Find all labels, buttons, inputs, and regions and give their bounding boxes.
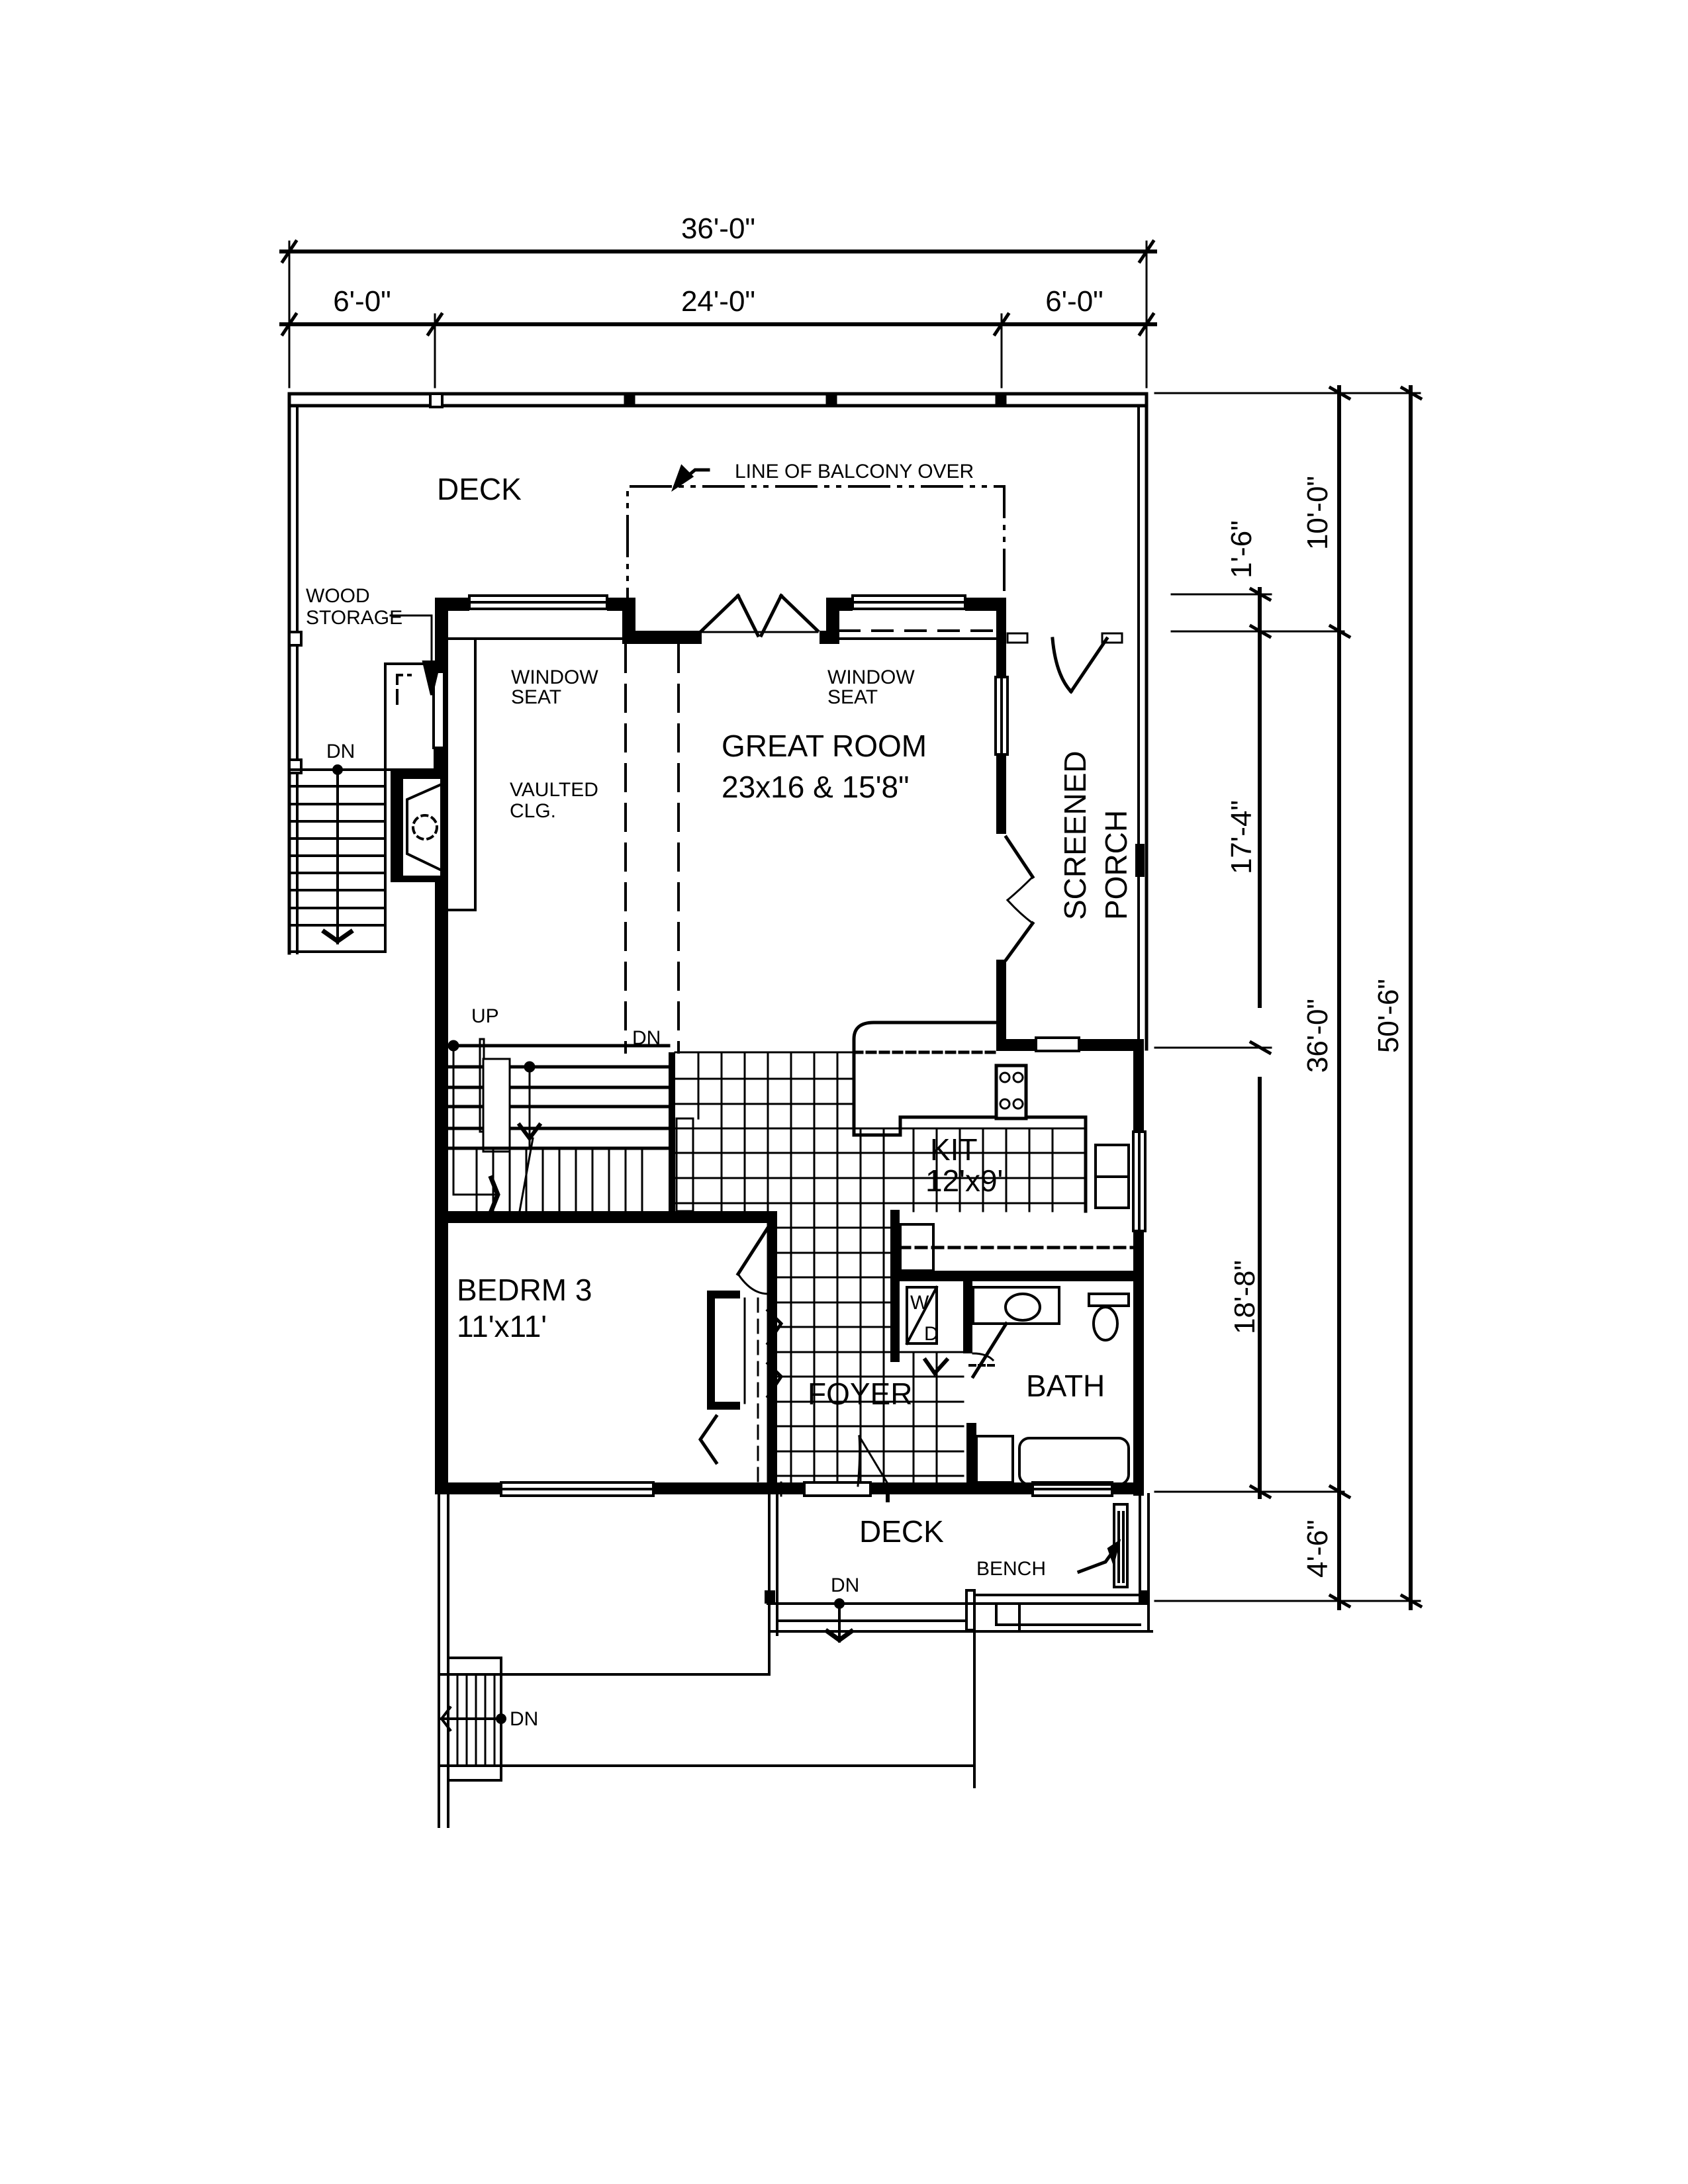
- dim-36-0: 36'-0": [1301, 999, 1334, 1073]
- dim-1-6: 1'-6": [1225, 520, 1258, 578]
- room-kitchen-size: 12'x9': [925, 1163, 1003, 1198]
- label-bench: BENCH: [976, 1558, 1046, 1580]
- dim-right-segment: 6'-0": [1045, 285, 1103, 318]
- room-bedroom3: BEDRM 3: [457, 1273, 592, 1307]
- fireplace: [400, 776, 444, 878]
- interior-lines: [447, 629, 998, 1054]
- label-dryer: D: [924, 1323, 939, 1345]
- label-window-seat-left-1: WINDOW: [511, 666, 598, 688]
- right-dimensions: [1154, 385, 1423, 1610]
- dimension-labels: 36'-0" 6'-0" 24'-0" 6'-0" 1'-6" 17'-4" 1…: [333, 212, 1405, 1578]
- top-dimensions: [279, 239, 1157, 388]
- label-up: UP: [471, 1005, 499, 1027]
- windows: [468, 594, 1147, 1497]
- label-dn-front-deck: DN: [831, 1574, 859, 1596]
- porch-doors: [1004, 632, 1145, 962]
- label-vaulted: VAULTED: [510, 779, 598, 801]
- room-great-room-size: 23x16 & 15'8": [722, 770, 909, 804]
- room-labels: DECK GREAT ROOM 23x16 & 15'8" SCREENED P…: [437, 472, 1133, 1549]
- room-great-room: GREAT ROOM: [722, 729, 927, 763]
- dim-4-6: 4'-6": [1301, 1520, 1334, 1578]
- tile-grid: [674, 1051, 1087, 1484]
- washer-dryer: [905, 1285, 950, 1377]
- room-foyer: FOYER: [808, 1377, 912, 1411]
- bottom-deck: [438, 1493, 1153, 1828]
- room-bedroom3-size: 11'x11': [457, 1309, 547, 1343]
- label-dn-center: DN: [632, 1027, 661, 1049]
- label-dn-left-stair: DN: [326, 741, 355, 762]
- french-doors: [699, 593, 820, 638]
- room-porch-label: PORCH: [1099, 810, 1133, 920]
- dim-left-segment: 6'-0": [333, 285, 391, 318]
- wood-storage: [384, 614, 445, 771]
- label-window-seat-right-1: WINDOW: [827, 666, 915, 688]
- room-screened-label: SCREENED: [1058, 751, 1092, 920]
- room-deck-top: DECK: [437, 472, 522, 506]
- room-deck-bottom: DECK: [859, 1514, 944, 1549]
- balcony-line: [626, 464, 1006, 630]
- dim-17-4: 17'-4": [1225, 800, 1258, 874]
- label-window-seat-right-2: SEAT: [827, 686, 878, 708]
- dim-overall-width: 36'-0": [681, 212, 755, 245]
- dim-18-8: 18'-8": [1229, 1260, 1261, 1334]
- label-storage: STORAGE: [306, 607, 402, 629]
- dim-50-6: 50'-6": [1372, 979, 1405, 1053]
- label-window-seat-left-2: SEAT: [511, 686, 561, 708]
- room-bath: BATH: [1026, 1369, 1105, 1403]
- dim-10-0: 10'-0": [1301, 476, 1334, 550]
- top-deck: [287, 392, 1149, 1051]
- label-clg: CLG.: [510, 800, 556, 822]
- kitchen-counters: [852, 1021, 1135, 1272]
- interior-stair: [446, 1038, 694, 1214]
- bedroom-doors: [698, 1211, 890, 1502]
- annotation-labels: LINE OF BALCONY OVER WOOD STORAGE WINDOW…: [306, 461, 1046, 1730]
- label-washer: W: [910, 1292, 929, 1314]
- bath-fixtures: [966, 1286, 1130, 1486]
- left-stair: [288, 764, 387, 953]
- label-dn-lower-stair: DN: [510, 1708, 538, 1730]
- label-balcony: LINE OF BALCONY OVER: [735, 461, 974, 482]
- dim-center-segment: 24'-0": [681, 285, 755, 318]
- label-wood: WOOD: [306, 585, 370, 607]
- room-kitchen: KIT: [930, 1132, 978, 1167]
